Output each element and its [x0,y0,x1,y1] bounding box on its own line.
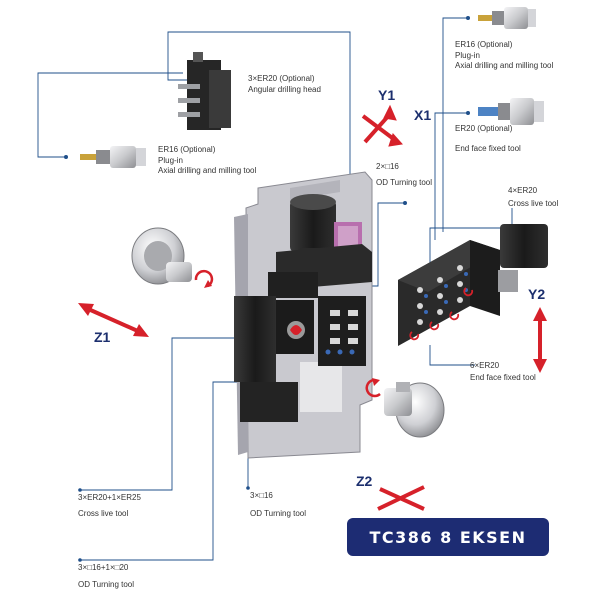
leader-er16-right [442,17,468,232]
label-cross-live-3er20: 3×ER20+1×ER25 Cross live tool [78,493,141,518]
chuck-left [131,227,214,288]
er20-end-face-tool [478,98,544,125]
axis-label-z2: Z2 [356,473,373,489]
label-od-turning-2x16: 2×□16 OD Turning tool [376,162,433,187]
leader-dots [64,16,470,562]
secondary-turret [398,224,548,346]
z1-arrow [78,303,149,337]
x1-arrow-head [388,133,403,147]
axis-label-y2: Y2 [528,286,546,302]
angular-drilling-head [178,52,231,130]
main-turret [234,244,372,422]
label-er16-plugin-right: ER16 (Optional) Plug-in Axial drilling a… [455,40,554,70]
leader-cross-3er20 [80,337,266,491]
leader-angular-head [167,31,351,272]
axis-label-x1: X1 [414,107,432,123]
label-end-face-6er20: 6×ER20 End face fixed tool [470,361,536,382]
label-er16-plugin-left: ER16 (Optional) Plug-in Axial drilling a… [158,145,257,175]
leader-od-3x16-20 [80,381,245,561]
leader-er20-right [434,112,468,240]
axis-label-z1: Z1 [94,329,111,345]
label-od-turning-3x16: 3×□16 OD Turning tool [250,491,307,518]
model-badge: TC386 8 EKSEN [347,518,549,556]
axis-label-y1: Y1 [378,87,396,103]
label-er20-end-face: ER20 (Optional) End face fixed tool [455,124,521,153]
leader-end-6er20 [429,345,475,366]
axis-arrows [78,104,547,511]
y2-arrow [533,307,547,373]
er16-plugin-tool-right [478,7,536,29]
er16-plugin-tool-left [80,146,146,168]
z2-cross-arrow [377,485,425,511]
label-cross-live-4er20: 4×ER20 Cross live tool [508,186,559,208]
label-angular-drilling-head: 3×ER20 (Optional) Angular drilling head [248,74,321,94]
y1-arrow-head [383,104,397,121]
leader-cross-4er20 [429,208,513,282]
label-od-turning-3x16-20: 3×□16+1×□20 OD Turning tool [78,563,135,589]
chuck-right [365,378,445,438]
leader-er16-left [37,72,183,158]
